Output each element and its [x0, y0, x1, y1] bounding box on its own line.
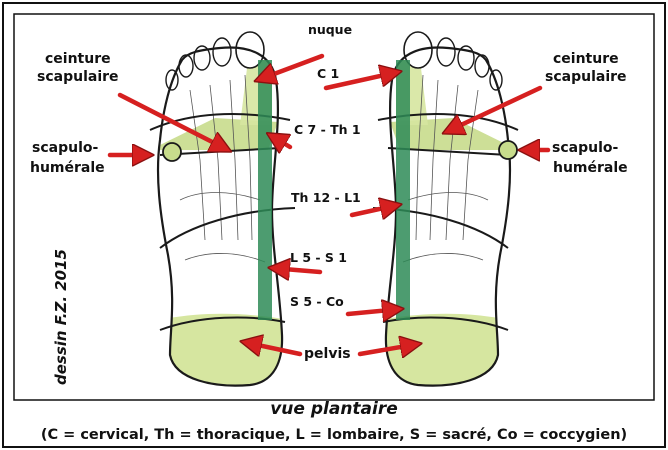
label-scapulo-right-2: humérale: [553, 160, 628, 176]
left-spine-zone: [258, 60, 272, 320]
right-foot: [368, 32, 518, 400]
right-spine-zone: [396, 60, 410, 320]
diagram-title: vue plantaire: [270, 399, 398, 419]
label-scapulo-right-1: scapulo-: [552, 140, 618, 156]
arrow-s5: [348, 309, 400, 314]
arrow-l5: [272, 268, 320, 272]
label-ceinture-right-2: scapulaire: [545, 69, 627, 85]
signature: dessin F.Z. 2015: [52, 249, 70, 385]
label-ceinture-left-2: scapulaire: [37, 69, 119, 85]
left-foot: [150, 32, 300, 400]
right-shoulder-joint: [499, 141, 517, 159]
right-toe-2: [437, 38, 455, 66]
label-c1: C 1: [317, 66, 339, 81]
label-scapulo-left-2: humérale: [30, 160, 105, 176]
label-nuque: nuque: [308, 22, 352, 37]
left-shoulder-joint: [163, 143, 181, 161]
label-ceinture-left-1: ceinture: [45, 51, 111, 67]
right-toe-4: [475, 55, 489, 77]
left-toe-2: [213, 38, 231, 66]
diagram-caption: (C = cervical, Th = thoracique, L = lomb…: [41, 427, 627, 443]
left-toe-4: [179, 55, 193, 77]
arrow-ceinture-right: [446, 88, 540, 132]
label-ceinture-right-1: ceinture: [553, 51, 619, 67]
left-line-th12: [160, 208, 295, 248]
arrows: [110, 56, 548, 354]
label-th12-l1: Th 12 - L1: [291, 190, 361, 205]
label-scapulo-left-1: scapulo-: [32, 140, 98, 156]
label-c7-th1: C 7 - Th 1: [294, 122, 361, 137]
label-l5-s1: L 5 - S 1: [290, 250, 347, 265]
arrow-c7: [270, 135, 290, 147]
right-line-th12: [373, 208, 508, 248]
label-pelvis: pelvis: [304, 346, 351, 362]
label-s5-co: S 5 - Co: [290, 294, 344, 309]
